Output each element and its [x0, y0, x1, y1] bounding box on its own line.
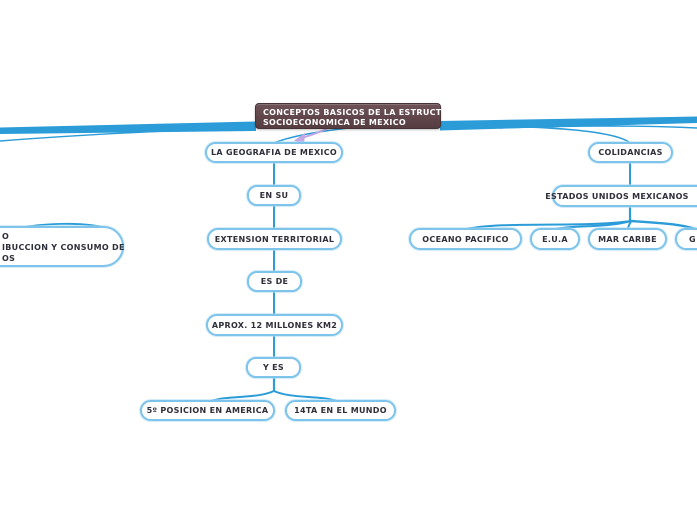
node-label: ESTADOS UNIDOS MEXICANOS: [545, 191, 689, 201]
node-y-es[interactable]: Y ES: [246, 357, 301, 378]
central-topic-conceptos-basicos[interactable]: CONCEPTOS BASICOS DE LA ESTRUCTURA SOCIO…: [255, 103, 462, 129]
central-topic-line2: SOCIOECONOMICA DE MEXICO: [263, 118, 406, 127]
cut-node-line3: OS: [2, 254, 16, 263]
branch-right-sub-line: [499, 125, 697, 129]
node-5-posicion-en-america[interactable]: 5º POSICION EN AMERICA: [140, 400, 275, 421]
node-label: COLIDANCIAS: [598, 148, 663, 157]
node-eua[interactable]: E.U.A: [530, 228, 580, 250]
node-cut-off-right[interactable]: G: [675, 228, 697, 250]
cut-node-line2: IBUCCION Y CONSUMO DE: [2, 243, 125, 252]
main-branch-left: [0, 121, 256, 134]
node-label: ES DE: [260, 277, 289, 286]
node-estados-unidos-mexicanos[interactable]: ESTADOS UNIDOS MEXICANOS: [545, 185, 697, 207]
node-label: 5º POSICION EN AMERICA: [146, 406, 269, 415]
node-label: OCEANO PACIFICO: [422, 234, 509, 244]
node-label: LA GEOGRAFIA DE MEXICO: [211, 148, 337, 157]
cut-node-text: O IBUCCION Y CONSUMO DE OS: [2, 231, 125, 264]
link-central-colidancias: [439, 122, 630, 143]
node-la-geografia-de-mexico[interactable]: LA GEOGRAFIA DE MEXICO: [205, 142, 343, 163]
node-en-su[interactable]: EN SU: [247, 185, 301, 206]
branch-left-sub-line: [0, 128, 211, 142]
node-14ta-en-el-mundo[interactable]: 14TA EN EL MUNDO: [285, 400, 396, 421]
node-label: EXTENSION TERRITORIAL: [214, 234, 335, 244]
node-es-de[interactable]: ES DE: [247, 271, 302, 292]
node-cut-off-left[interactable]: O IBUCCION Y CONSUMO DE OS: [0, 226, 124, 267]
node-aprox-12-millones-km2[interactable]: APROX. 12 MILLONES KM2: [206, 314, 343, 336]
node-label: G: [689, 234, 696, 244]
node-mar-caribe[interactable]: MAR CARIBE: [588, 228, 667, 250]
node-extension-territorial[interactable]: EXTENSION TERRITORIAL: [207, 228, 342, 250]
node-label: APROX. 12 MILLONES KM2: [211, 320, 338, 330]
node-label: Y ES: [262, 363, 284, 372]
node-colidancias[interactable]: COLIDANCIAS: [588, 142, 673, 163]
main-branch-right: [440, 116, 697, 131]
node-label: EN SU: [259, 191, 289, 200]
central-topic-line1: CONCEPTOS BASICOS DE LA ESTRUCTURA: [263, 108, 462, 117]
node-label: E.U.A: [542, 234, 568, 244]
node-label: 14TA EN EL MUNDO: [294, 406, 387, 415]
cut-node-line1: O: [2, 232, 10, 241]
link-central-geografia: [273, 127, 350, 144]
node-label: MAR CARIBE: [598, 234, 657, 244]
node-oceano-pacifico[interactable]: OCEANO PACIFICO: [409, 228, 522, 250]
